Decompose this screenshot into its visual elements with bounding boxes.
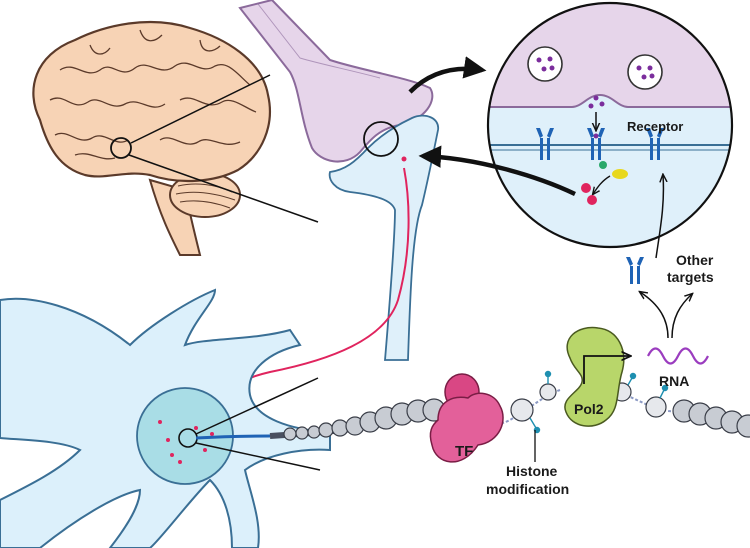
receptor-icon [626, 257, 644, 284]
cerebrum [32, 20, 271, 183]
synapse-focus-circle [363, 121, 399, 157]
histone-modification-line2: modification [486, 481, 569, 497]
synapse-zoom: Receptor [486, 1, 734, 249]
brain-focus-circle [110, 137, 132, 159]
zoom-in-arrow [408, 56, 487, 94]
brain-illustration [32, 20, 319, 256]
tf-label: TF [455, 443, 473, 460]
signal-return-arrow [418, 145, 576, 197]
rna-label: RNA [659, 373, 689, 389]
pol2-label: Pol2 [574, 401, 604, 417]
histone-modification-line1: Histone [506, 463, 558, 479]
presynaptic-terminal [238, 0, 434, 163]
transcription-factor: TF [429, 373, 504, 463]
rna-strand [647, 347, 709, 365]
receptor-icon [536, 128, 554, 160]
other-targets-line2: targets [667, 269, 714, 285]
receptor-icon [587, 128, 605, 160]
other-targets-to-receptor-arrow [655, 175, 663, 259]
neuron-cell-body [0, 288, 331, 548]
receptor-icon [646, 128, 664, 160]
receptor-label: Receptor [627, 119, 683, 134]
other-targets-line1: Other [676, 252, 714, 268]
rna-polymerase-2: Pol2 [564, 326, 630, 427]
